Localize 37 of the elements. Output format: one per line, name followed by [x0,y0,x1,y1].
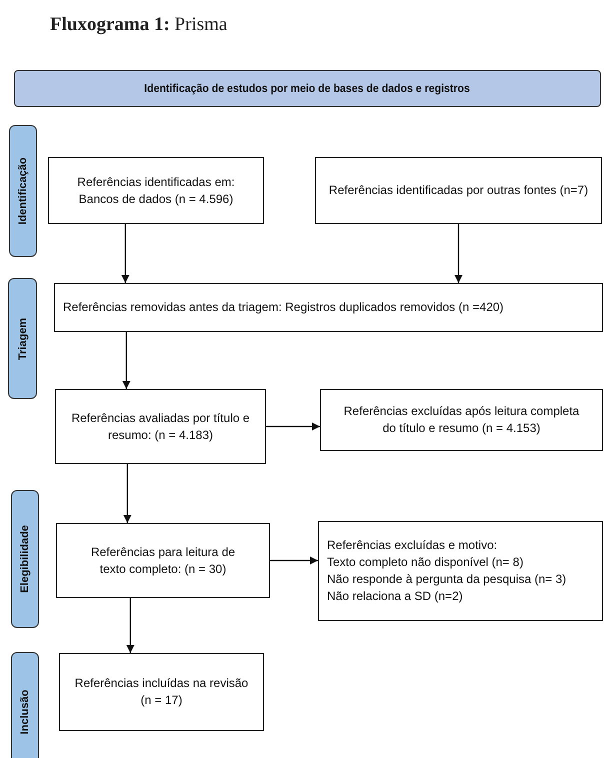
process-box [54,283,603,332]
arrow [454,224,462,283]
process-box [318,521,603,621]
phase-tab [8,278,37,399]
header-band [14,70,601,107]
box-text: Referências excluídas após leitura completa do título e resumo (n = 4.153) [342,403,580,437]
phase-label: Triagem [16,317,28,360]
process-box [48,157,264,224]
phase-tab [9,125,37,257]
figure-title: Fluxograma 1: Prisma [50,14,228,36]
phase-label: Identificação [17,157,29,225]
box-text: Não relaciona a SD (n=2) [327,588,463,605]
box-text: Referências avaliadas por título e resumo: (n = 4.183) [70,410,251,444]
arrow [266,422,320,430]
box-text: Referências excluídas e motivo: [327,537,498,554]
box-text: Não responde à pergunta da pesquisa (n= 3) [327,571,566,588]
header-text: Identificação de estudos por meio de bases de dados e registros [144,82,470,94]
box-text: Texto completo não disponível (n= 8) [327,554,524,571]
process-box [59,653,264,731]
box-text: Referências identificadas por outras fontes (n=7) [328,182,588,199]
process-box [320,389,603,451]
arrow [126,598,134,653]
arrow [122,332,130,389]
arrow [123,464,132,523]
process-box [315,157,602,224]
arrow [121,224,130,283]
box-text: Referências removidas antes da triagem: Registros duplicados removidos (n =420) [63,299,504,316]
process-box [55,389,266,464]
process-box [56,523,270,598]
box-text: Referências incluídas na revisão (n = 17) [74,675,250,709]
box-text: Referências identificadas em: Bancos de dados (n = 4.596) [76,174,236,208]
phase-tab [11,490,39,628]
phase-label: Inclusão [19,690,31,734]
arrow [270,556,318,564]
box-text: Referências para leitura de texto completo: (n = 30) [90,544,236,578]
phase-tab [11,652,39,758]
phase-label: Elegibilidade [19,525,31,593]
